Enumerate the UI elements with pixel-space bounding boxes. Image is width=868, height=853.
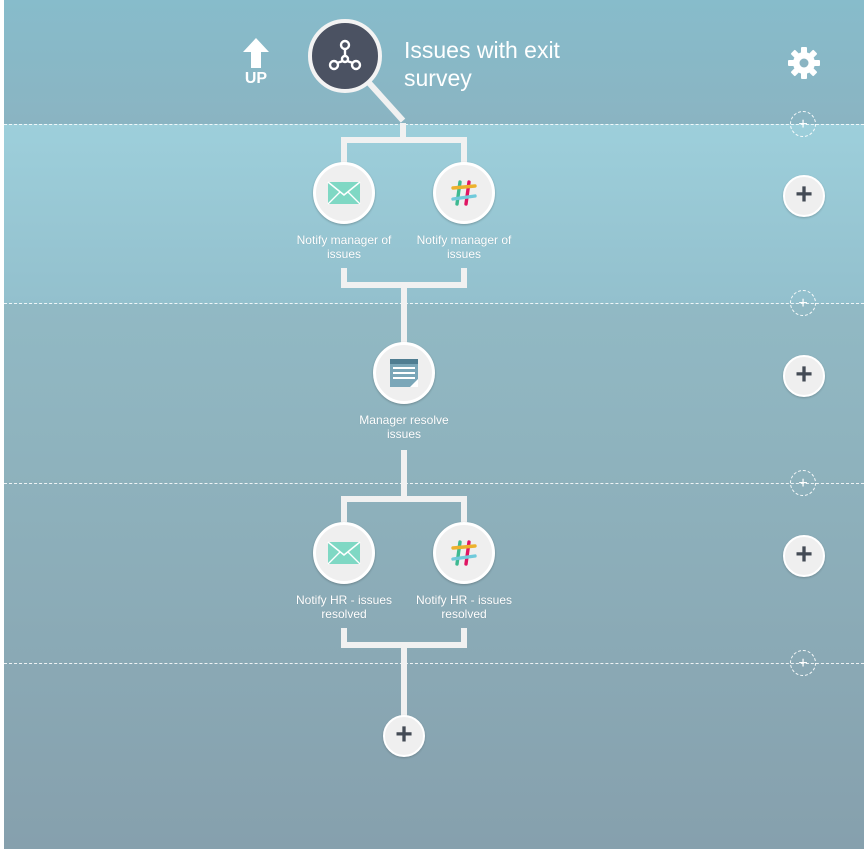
node-label: Notify manager of issues [296, 233, 392, 261]
gear-icon[interactable] [786, 45, 822, 81]
workflow-title: Issues with exit survey [404, 37, 560, 91]
connector-line [401, 282, 407, 344]
connector-line [341, 268, 347, 288]
slack-icon [451, 540, 477, 566]
insert-step-button[interactable]: + [790, 111, 816, 137]
insert-step-button[interactable]: + [790, 650, 816, 676]
node-label: Manager resolve issues [359, 413, 449, 441]
header-band [4, 0, 864, 124]
connector-line [341, 496, 347, 522]
connector-line [341, 628, 347, 648]
step-divider [4, 303, 864, 304]
workflow-root-node[interactable] [308, 19, 382, 93]
connector-line [341, 496, 467, 502]
workflow-branch-icon [328, 39, 362, 71]
step-band-1 [4, 124, 864, 304]
slack-icon [451, 180, 477, 206]
email-icon [327, 541, 361, 565]
connector-line [401, 642, 407, 718]
email-icon [327, 181, 361, 205]
node-label: Notify HR - issues resolved [415, 593, 513, 621]
node-label: Notify manager of issues [416, 233, 512, 261]
node-label: Notify HR - issues resolved [295, 593, 393, 621]
email-step-node[interactable] [313, 162, 375, 224]
connector-line [461, 268, 467, 288]
connector-line [461, 137, 467, 163]
connector-line [341, 137, 467, 143]
connector-line [341, 137, 347, 163]
add-final-step-button[interactable]: + [383, 715, 425, 757]
connector-line [401, 450, 407, 502]
add-step-button[interactable]: + [783, 355, 825, 397]
connector-line [461, 496, 467, 522]
form-step-node[interactable] [373, 342, 435, 404]
form-icon [390, 359, 418, 387]
email-step-node[interactable] [313, 522, 375, 584]
workflow-canvas: + + + + UP Issues with exit [4, 0, 864, 849]
add-step-button[interactable]: + [783, 175, 825, 217]
step-divider [4, 483, 864, 484]
add-step-button[interactable]: + [783, 535, 825, 577]
step-divider [4, 124, 864, 125]
up-label: UP [244, 70, 268, 87]
step-divider [4, 663, 864, 664]
insert-step-button[interactable]: + [790, 290, 816, 316]
connector-line [461, 628, 467, 648]
slack-step-node[interactable] [433, 162, 495, 224]
connector-line [400, 123, 406, 143]
insert-step-button[interactable]: + [790, 470, 816, 496]
up-button[interactable]: UP [236, 36, 276, 90]
arrow-up-icon [243, 38, 269, 68]
slack-step-node[interactable] [433, 522, 495, 584]
